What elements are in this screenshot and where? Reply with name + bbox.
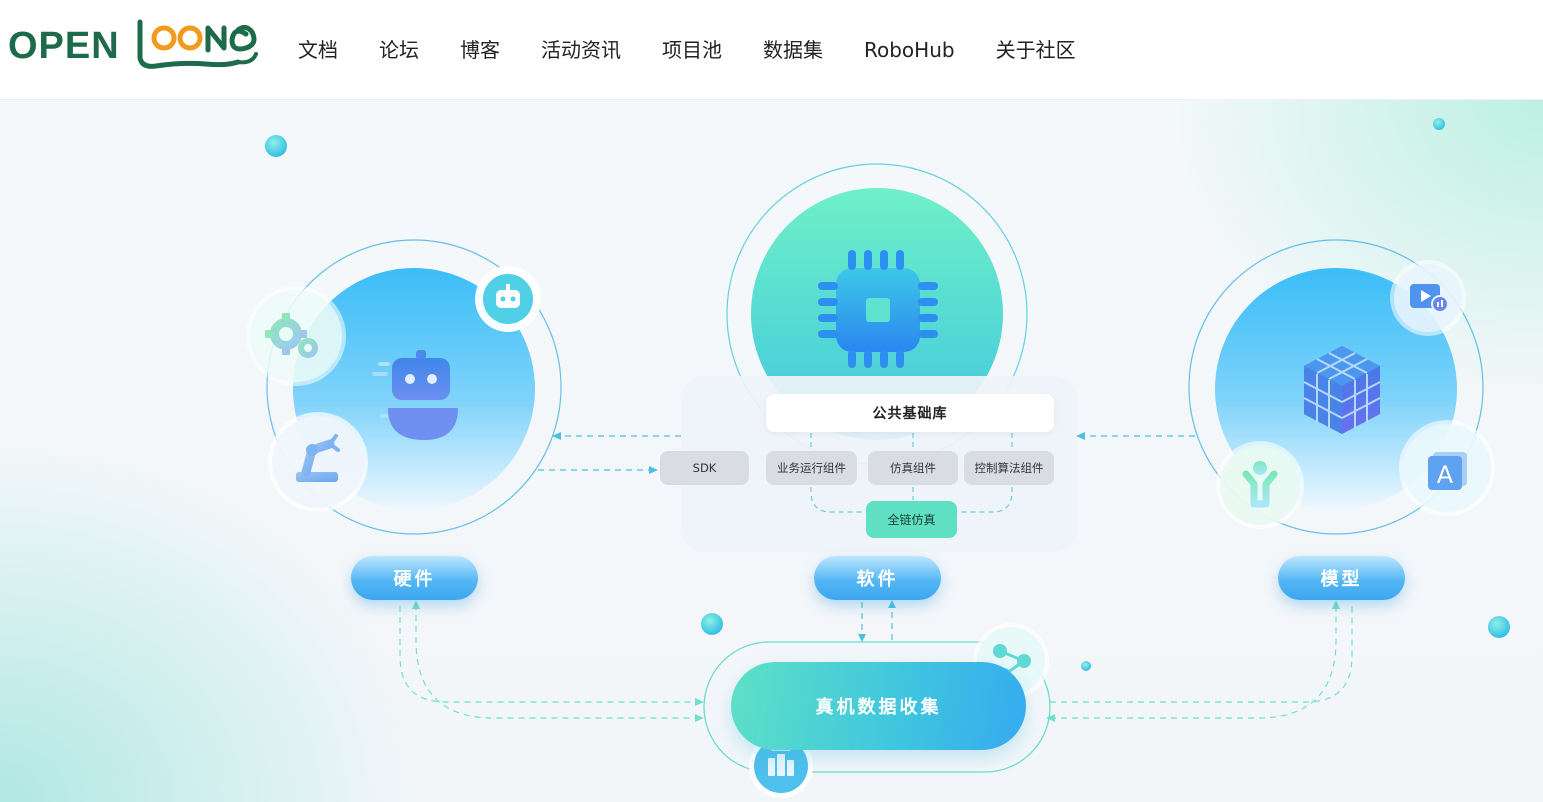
logo-dragon-icon xyxy=(137,19,258,69)
person-icon xyxy=(1242,461,1278,508)
site-header: OPEN 文档 论坛 博客 活动资讯 项目池 数据集 RoboHub 关于社区 xyxy=(0,0,1543,100)
decor-dot xyxy=(1081,661,1091,671)
chip-full-chain-simulation: 全链仿真 xyxy=(866,501,957,538)
common-library-title: 公共基础库 xyxy=(766,394,1054,432)
nav-about[interactable]: 关于社区 xyxy=(995,38,1076,62)
software-button[interactable]: 软件 xyxy=(814,556,941,600)
database-icon xyxy=(768,748,794,776)
chip-business-runtime: 业务运行组件 xyxy=(766,451,857,485)
model-orbit xyxy=(1188,239,1484,535)
nav-blog[interactable]: 博客 xyxy=(460,38,500,62)
robot-arm-icon xyxy=(296,434,340,482)
decor-dot xyxy=(701,613,723,635)
chip-simulation: 仿真组件 xyxy=(868,451,958,485)
hardware-orbit xyxy=(266,239,562,535)
nav-robohub[interactable]: RoboHub xyxy=(864,38,955,62)
nav-projects[interactable]: 项目池 xyxy=(662,38,722,62)
logo-text-open: OPEN xyxy=(8,25,120,67)
text-a-icon: A xyxy=(1428,452,1467,490)
connector-lines xyxy=(538,435,1195,640)
chip-control-algorithm: 控制算法组件 xyxy=(964,451,1054,485)
gears-icon xyxy=(265,313,318,358)
openloong-logo[interactable]: OPEN xyxy=(8,18,260,74)
data-orbit xyxy=(703,641,1051,773)
svg-text:A: A xyxy=(1437,461,1454,489)
nav-datasets[interactable]: 数据集 xyxy=(763,38,823,62)
video-chart-icon xyxy=(1410,284,1449,313)
chip-sdk: SDK xyxy=(660,451,749,485)
hardware-button[interactable]: 硬件 xyxy=(351,556,478,600)
data-collection-button[interactable]: 真机数据收集 xyxy=(731,662,1026,750)
robot-face-icon xyxy=(372,350,458,440)
robot-head-icon xyxy=(496,284,520,308)
decor-dot xyxy=(265,135,287,157)
decor-dot xyxy=(1488,616,1510,638)
main-nav: 文档 论坛 博客 活动资讯 项目池 数据集 RoboHub 关于社区 xyxy=(298,36,1076,64)
nav-forum[interactable]: 论坛 xyxy=(379,38,419,62)
chip-icon xyxy=(818,250,938,368)
model-button[interactable]: 模型 xyxy=(1278,556,1405,600)
hero-diagram: A xyxy=(0,100,1543,802)
decor-dot xyxy=(1433,118,1445,130)
nav-docs[interactable]: 文档 xyxy=(298,38,338,62)
logo-loong-graphic xyxy=(134,18,260,74)
cube-icon xyxy=(1303,346,1381,434)
nav-events[interactable]: 活动资讯 xyxy=(541,38,621,62)
